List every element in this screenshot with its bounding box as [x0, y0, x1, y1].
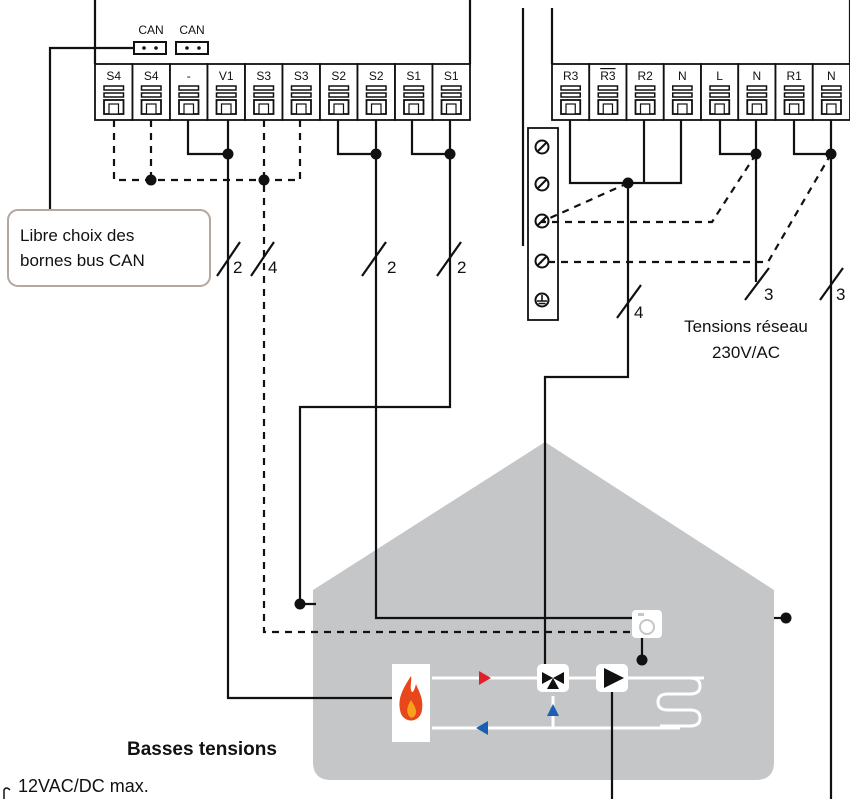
r3-n-loop — [568, 120, 683, 185]
left-terminal-block: S4 S4 - V1 S3 S3 S2 S2 S1 S1 — [94, 63, 471, 121]
s2-sensor-wire — [374, 154, 644, 663]
left-terminal-2[interactable]: - — [169, 63, 209, 121]
s1-sensor-point — [294, 598, 306, 610]
s4-junction — [145, 174, 157, 186]
s3-junction — [258, 174, 270, 186]
ground-icon — [534, 292, 550, 308]
low-voltage-subtitle: 12VAC/DC max. — [18, 776, 149, 796]
pe-dashed-3 — [540, 181, 629, 224]
right-terminal-label: N — [827, 69, 836, 83]
left-terminal-1[interactable]: S4 — [131, 63, 171, 121]
boiler[interactable] — [392, 664, 430, 742]
left-terminal-7[interactable]: S2 — [356, 63, 396, 121]
valve-wire — [543, 183, 630, 668]
right-terminal-4[interactable]: L — [700, 63, 740, 121]
outdoor-sensor-point — [780, 612, 792, 624]
right-terminal-6[interactable]: R1 — [774, 63, 814, 121]
screw-icon — [534, 176, 550, 192]
left-terminal-8[interactable]: S1 — [394, 63, 434, 121]
left-terminal-label: S2 — [331, 69, 346, 83]
right-terminal-block: R3 R3 R2 N L N R1 N — [551, 63, 850, 121]
right-terminal-5[interactable]: N — [737, 63, 777, 121]
right-terminal-label: R2 — [637, 69, 653, 83]
right-terminal-label: R3 — [600, 69, 616, 83]
sensor-icon[interactable] — [632, 610, 662, 638]
v1-junction — [222, 148, 234, 160]
r-group-wire-count: 4 — [634, 303, 643, 322]
left-terminal-6[interactable]: S2 — [319, 63, 359, 121]
mains-label-line1: Tensions réseau — [684, 317, 808, 336]
s2-junction — [370, 148, 382, 160]
left-terminal-label: S3 — [294, 69, 309, 83]
wire-count-marks-left — [216, 241, 462, 277]
right-terminal-label: N — [753, 69, 762, 83]
s2-sensor-point — [636, 654, 648, 666]
s3-dashed-sensor-wire — [262, 120, 640, 634]
s2-wire-count: 2 — [387, 258, 396, 277]
pe-dashed-1 — [541, 153, 757, 224]
s1-wire-count: 2 — [457, 258, 466, 277]
l-group-wire-count: 3 — [764, 285, 773, 304]
left-terminal-9[interactable]: S1 — [431, 63, 471, 121]
can-label-2: CAN — [179, 23, 204, 37]
right-terminal-label: R1 — [786, 69, 802, 83]
v1-pair — [186, 120, 230, 156]
pump-icon[interactable] — [596, 664, 628, 692]
ground-bar — [527, 127, 559, 321]
left-terminal-label: V1 — [219, 69, 234, 83]
callout-line2: bornes bus CAN — [20, 251, 145, 270]
left-terminal-3[interactable]: V1 — [206, 63, 246, 121]
can-callout-lead — [48, 46, 134, 210]
left-terminal-label: S4 — [144, 69, 159, 83]
right-controller-housing — [521, 0, 850, 246]
can-callout-box — [7, 209, 211, 287]
left-terminal-5[interactable]: S3 — [281, 63, 321, 121]
r1-n-pair — [792, 120, 833, 156]
three-way-valve-icon[interactable] — [537, 664, 569, 692]
low-voltage-mark — [3, 787, 11, 799]
right-terminal-label: N — [678, 69, 687, 83]
bypass-arrow-icon — [547, 704, 559, 716]
can-connector-2[interactable] — [175, 41, 209, 55]
can-label-1: CAN — [138, 23, 163, 37]
right-terminal-2[interactable]: R2 — [625, 63, 665, 121]
left-terminal-label: - — [187, 69, 191, 83]
left-terminal-label: S3 — [256, 69, 271, 83]
left-terminal-label: S4 — [106, 69, 121, 83]
r1-group-wire-count: 3 — [836, 285, 845, 304]
s4-s3-dashed-bus — [112, 120, 302, 182]
left-terminal-0[interactable]: S4 — [94, 63, 134, 121]
pe-dashed-2 — [541, 153, 832, 264]
low-voltage-title: Basses tensions — [127, 739, 277, 760]
return-arrow-icon — [476, 721, 488, 735]
s2-pair — [336, 120, 378, 156]
can-connector-1[interactable] — [133, 41, 167, 55]
right-terminal-1[interactable]: R3 — [588, 63, 628, 121]
s1-junction — [444, 148, 456, 160]
s1-pair — [410, 120, 452, 156]
mains-label-line2: 230V/AC — [712, 343, 780, 362]
l-n-pair — [718, 120, 758, 156]
left-terminal-label: S2 — [369, 69, 384, 83]
flame-icon — [399, 676, 423, 721]
v1-wire-count: 2 — [233, 258, 242, 277]
flow-arrow-icon — [479, 671, 491, 685]
right-terminal-7[interactable]: N — [811, 63, 850, 121]
v1-boiler-wire — [226, 154, 394, 700]
left-controller-housing — [93, 0, 472, 64]
s3-wire-count: 4 — [268, 258, 277, 277]
screw-icon — [534, 139, 550, 155]
callout-line1: Libre choix des — [20, 226, 134, 245]
wire-count-marks-right — [616, 267, 844, 319]
right-terminal-0[interactable]: R3 — [551, 63, 591, 121]
right-terminal-label: R3 — [563, 69, 579, 83]
left-terminal-4[interactable]: S3 — [244, 63, 284, 121]
left-terminal-label: S1 — [444, 69, 459, 83]
right-terminal-3[interactable]: N — [662, 63, 702, 121]
right-terminal-label: L — [716, 69, 723, 83]
heating-coil-icon — [656, 676, 702, 728]
left-terminal-label: S1 — [406, 69, 421, 83]
